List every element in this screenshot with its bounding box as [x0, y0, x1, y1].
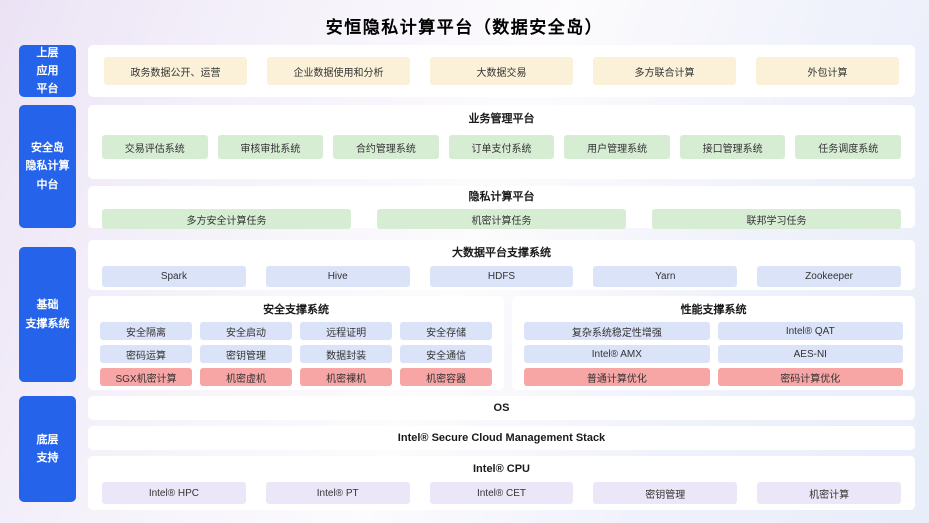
optimization-box: 密码计算优化 [717, 368, 903, 386]
app-layer-box: 外包计算 [756, 57, 899, 85]
bottom-support-content: OS Intel® Secure Cloud Management Stack … [88, 396, 915, 510]
security-box: 安全通信 [400, 345, 493, 363]
cpu-boxes: Intel® HPC Intel® PT Intel® CET 密钥管理机密计算 [102, 482, 901, 504]
band-app-layer: 上层应用平台 政务数据公开、运营企业数据使用和分析大数据交易多方联合计算外包计算 [19, 45, 915, 97]
business-platform-title: 业务管理平台 [468, 113, 535, 125]
security-row-2: 密码运算密钥管理数据封装安全通信 [100, 345, 493, 363]
sidebar-label-line: 平台 [36, 83, 59, 96]
page-title: 安恒隐私计算平台（数据安全岛） [325, 18, 604, 37]
sidebar-bottom-support: 底层支持 [19, 396, 76, 502]
panel-os: OS [88, 396, 915, 420]
cpu-feature-box: 机密计算 [757, 482, 901, 504]
privacy-platform-boxes: 多方安全计算任务 机密计算任务 联邦学习任务 [102, 209, 901, 229]
support-panels-row: 安全支撑系统 安全隔离安全启动远程证明安全存储 密码运算密钥管理数据封装安全通信… [88, 296, 915, 390]
confidential-box: 机密裸机 [300, 368, 393, 386]
security-box: 远程证明 [300, 322, 393, 340]
band-bottom-support: 底层支持 OS Intel® Secure Cloud Management S… [19, 396, 915, 510]
performance-box: Intel® QAT [717, 322, 903, 340]
security-box: 密钥管理 [200, 345, 293, 363]
confidential-box: 机密虚机 [200, 368, 293, 386]
privacy-task-box: 联邦学习任务 [652, 209, 901, 229]
security-support-title: 安全支撑系统 [263, 304, 330, 316]
sidebar-label-line: 底层 [36, 433, 59, 446]
performance-support-title: 性能支撑系统 [680, 304, 747, 316]
cpu-feature-box: Intel® HPC [102, 482, 246, 504]
panel-bigdata: 大数据平台支撑系统 Spark Hive HDFS Yarn Zookeeper [88, 240, 915, 290]
business-system-box: 审核审批系统 [217, 135, 324, 159]
security-box: 安全隔离 [100, 322, 193, 340]
sidebar-middle-platform: 安全岛隐私计算中台 [19, 105, 76, 228]
performance-box: 复杂系统稳定性增强 [524, 322, 710, 340]
performance-row-3: 普通计算优化密码计算优化 [524, 368, 903, 386]
security-row-3: SGX机密计算机密虚机机密裸机机密容器 [100, 368, 493, 386]
business-system-box: 合约管理系统 [333, 135, 439, 159]
sidebar-label-line: 应用 [36, 64, 59, 77]
business-system-box: 订单支付系统 [448, 135, 555, 159]
sidebar-label-line: 支持 [36, 452, 59, 464]
confidential-box: SGX机密计算 [100, 368, 193, 386]
bigdata-component-box: Spark [102, 266, 246, 287]
sidebar-label-line: 上层 [36, 46, 59, 59]
cpu-feature-box: Intel® CET [429, 482, 574, 504]
performance-box: AES-NI [717, 345, 903, 363]
business-system-box: 用户管理系统 [564, 135, 670, 159]
sidebar-label-line: 隐私计算 [25, 160, 70, 173]
privacy-task-box: 多方安全计算任务 [102, 209, 351, 229]
performance-row-2: Intel® AMX AES-NI [524, 345, 903, 363]
bigdata-component-box: Hive [265, 266, 410, 287]
sidebar-label-line: 中台 [36, 178, 59, 191]
app-layer-box: 多方联合计算 [593, 57, 736, 85]
security-row-1: 安全隔离安全启动远程证明安全存储 [100, 322, 493, 340]
panel-cpu: Intel® CPU Intel® HPC Intel® PT Intel® CET… [88, 456, 915, 510]
cpu-feature-box: Intel® PT [265, 482, 410, 504]
band-base-support: 基础支撑系统 大数据平台支撑系统 Spark Hive HDFS Yarn Zookee… [19, 240, 915, 390]
bigdata-component-box: Yarn [593, 266, 738, 287]
app-layer-box: 企业数据使用和分析 [267, 57, 410, 85]
performance-row-1: 复杂系统稳定性增强 Intel® QAT [524, 322, 903, 340]
panel-security-support: 安全支撑系统 安全隔离安全启动远程证明安全存储 密码运算密钥管理数据封装安全通信… [88, 296, 505, 390]
bigdata-component-box: HDFS [429, 266, 574, 287]
cpu-title: Intel® CPU [473, 463, 530, 475]
business-system-box: 接口管理系统 [679, 135, 786, 159]
business-platform-boxes: 交易评估系统审核审批系统合约管理系统订单支付系统用户管理系统接口管理系统任务调度… [102, 135, 902, 159]
sidebar-label-line: 支撑系统 [25, 317, 70, 330]
security-box: 密码运算 [100, 345, 193, 363]
security-box: 安全存储 [400, 322, 493, 340]
business-system-box: 交易评估系统 [102, 135, 208, 159]
app-layer-content: 政务数据公开、运营企业数据使用和分析大数据交易多方联合计算外包计算 [88, 45, 915, 97]
bigdata-title: 大数据平台支撑系统 [452, 247, 551, 259]
panel-business-platform: 业务管理平台 交易评估系统审核审批系统合约管理系统订单支付系统用户管理系统接口管… [88, 105, 915, 179]
business-system-box: 任务调度系统 [795, 135, 902, 159]
security-box: 安全启动 [200, 322, 293, 340]
sidebar-label-line: 基础 [36, 299, 59, 312]
architecture-diagram: 上层应用平台 政务数据公开、运营企业数据使用和分析大数据交易多方联合计算外包计算… [19, 45, 915, 510]
middle-platform-content: 业务管理平台 交易评估系统审核审批系统合约管理系统订单支付系统用户管理系统接口管… [88, 105, 915, 229]
sidebar-label-line: 安全岛 [31, 142, 64, 155]
bigdata-boxes: Spark Hive HDFS Yarn Zookeeper [102, 266, 901, 287]
bigdata-component-box: Zookeeper [757, 266, 901, 287]
performance-box: Intel® AMX [524, 345, 710, 363]
base-support-content: 大数据平台支撑系统 Spark Hive HDFS Yarn Zookeeper 安全支… [88, 240, 915, 390]
sidebar-app-layer: 上层应用平台 [19, 45, 76, 97]
optimization-box: 普通计算优化 [524, 368, 710, 386]
panel-scms: Intel® Secure Cloud Management Stack [88, 426, 915, 450]
security-box: 数据封装 [300, 345, 393, 363]
confidential-box: 机密容器 [400, 368, 493, 386]
privacy-platform-title: 隐私计算平台 [468, 191, 535, 203]
privacy-task-box: 机密计算任务 [377, 209, 626, 229]
sidebar-base-support: 基础支撑系统 [19, 247, 76, 382]
app-layer-box: 政务数据公开、运营 [104, 57, 247, 85]
panel-privacy-platform: 隐私计算平台 多方安全计算任务 机密计算任务 联邦学习任务 [88, 186, 915, 229]
panel-performance-support: 性能支撑系统 复杂系统稳定性增强 Intel® QAT Intel® AMX AES… [512, 296, 915, 390]
panel-app-layer: 政务数据公开、运营企业数据使用和分析大数据交易多方联合计算外包计算 [88, 45, 915, 97]
app-layer-box: 大数据交易 [430, 57, 573, 85]
band-middle-platform: 安全岛隐私计算中台 业务管理平台 交易评估系统审核审批系统合约管理系统订单支付系… [19, 105, 915, 229]
cpu-feature-box: 密钥管理 [593, 482, 738, 504]
